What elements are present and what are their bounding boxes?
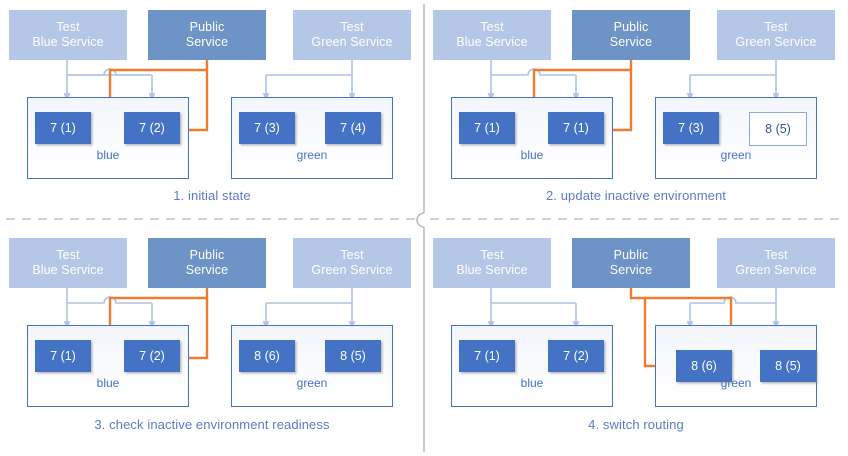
public-service-label: Public Service [610,20,652,50]
test-blue-service-label: Test Blue Service [32,248,103,278]
service-line-2: Service [185,263,229,277]
service-line-2: Service [609,35,653,49]
service-line-1: Test [56,248,80,262]
test-green-service-label: Test Green Service [311,248,392,278]
panel-caption: 2. update inactive environment [545,188,727,203]
service-line-1: Test [340,248,364,262]
test-green-service-label: Test Green Service [735,20,816,50]
public-service-label: Public Service [186,20,228,50]
test-blue-service-label: Test Blue Service [456,20,527,50]
blue-environment-label: blue [520,148,544,162]
blue-environment-label: blue [96,376,120,390]
instance-box[interactable]: 7 (2) [124,112,180,144]
green-environment-label: green [720,148,752,162]
instance-box[interactable]: 7 (2) [124,340,180,372]
green-environment-label: green [296,376,328,390]
service-line-2: Green Service [735,263,817,277]
instance-box[interactable]: 7 (1) [35,340,91,372]
instance-box[interactable]: 8 (6) [239,340,295,372]
instance-box[interactable]: 7 (4) [325,112,381,144]
service-line-2: Blue Service [456,35,528,49]
service-line-2: Blue Service [456,263,528,277]
service-line-1: Test [764,20,788,34]
service-line-2: Service [609,263,653,277]
panel-caption: 3. check inactive environment readiness [94,417,330,432]
instance-box[interactable]: 7 (1) [35,112,91,144]
instance-box[interactable]: 8 (5) [325,340,381,372]
instance-box[interactable]: 7 (3) [239,112,295,144]
test-blue-service-label: Test Blue Service [32,20,103,50]
service-line-2: Service [185,35,229,49]
service-line-2: Blue Service [32,35,104,49]
public-service-label: Public Service [186,248,228,278]
service-line-1: Test [764,248,788,262]
panel-separator-vertical [416,4,425,452]
service-line-1: Test [340,20,364,34]
green-environment-label: green [296,148,328,162]
blue-environment-label: blue [96,148,120,162]
blue-environment-label: blue [520,376,544,390]
test-green-service-label: Test Green Service [735,248,816,278]
service-line-1: Public [189,20,225,34]
panel-caption: 4. switch routing [588,417,684,432]
instance-box[interactable]: 7 (3) [663,112,719,144]
test-green-service-box[interactable]: Test Green Service [717,238,835,288]
service-line-1: Test [56,20,80,34]
service-line-2: Green Service [311,263,393,277]
test-blue-service-box[interactable]: Test Blue Service [433,238,551,288]
service-line-2: Green Service [735,35,817,49]
service-line-1: Public [189,248,225,262]
public-service-box[interactable]: Public Service [148,238,266,288]
service-line-1: Test [480,248,504,262]
instance-box[interactable]: 8 (6) [676,350,732,382]
service-line-1: Public [613,248,649,262]
test-green-service-label: Test Green Service [311,20,392,50]
instance-box[interactable]: 7 (1) [459,112,515,144]
instance-box-empty[interactable]: 8 (5) [749,112,807,146]
test-green-service-box[interactable]: Test Green Service [717,10,835,60]
public-service-box[interactable]: Public Service [572,238,690,288]
service-line-2: Blue Service [32,263,104,277]
test-blue-service-label: Test Blue Service [456,248,527,278]
test-blue-service-box[interactable]: Test Blue Service [9,238,127,288]
test-blue-service-box[interactable]: Test Blue Service [9,10,127,60]
instance-box[interactable]: 7 (1) [459,340,515,372]
public-service-box[interactable]: Public Service [148,10,266,60]
instance-box[interactable]: 7 (2) [548,340,604,372]
service-line-2: Green Service [311,35,393,49]
panel-caption: 1. initial state [173,188,251,203]
public-service-box[interactable]: Public Service [572,10,690,60]
test-green-service-box[interactable]: Test Green Service [293,238,411,288]
public-service-label: Public Service [610,248,652,278]
service-line-1: Test [480,20,504,34]
instance-box[interactable]: 7 (1) [548,112,604,144]
instance-box[interactable]: 8 (5) [760,350,816,382]
test-blue-service-box[interactable]: Test Blue Service [433,10,551,60]
test-green-service-box[interactable]: Test Green Service [293,10,411,60]
service-line-1: Public [613,20,649,34]
